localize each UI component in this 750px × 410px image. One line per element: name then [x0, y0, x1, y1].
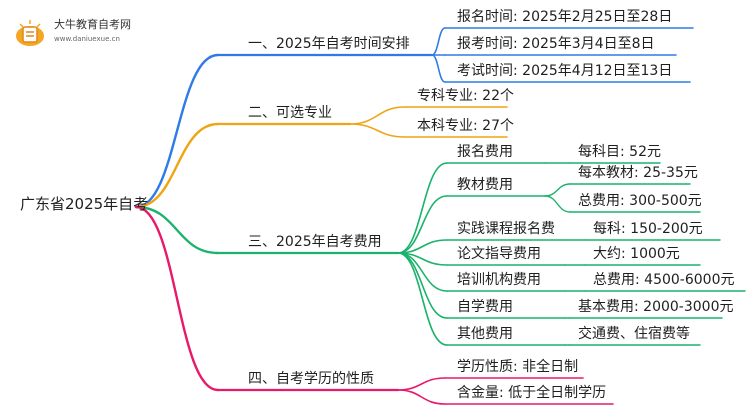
fee-item-3[interactable]: 实践课程报名费 — [457, 221, 555, 237]
branch-4-child-2-edge — [397, 389, 446, 405]
branch-1-child-1[interactable]: 报名时间: 2025年2月25日至28日 — [457, 9, 673, 25]
branch-3-label[interactable]: 三、2025年自考费用 — [248, 234, 382, 250]
root-node[interactable]: 广东省2025年自考 — [20, 195, 149, 213]
fee-item-2-value-1[interactable]: 每本教材: 25-35元 — [578, 165, 698, 181]
fee-item-4-value-1[interactable]: 大约: 1000元 — [593, 246, 680, 262]
fee-item-7-value-1[interactable]: 交通费、住宿费等 — [578, 326, 690, 342]
fee-item-2-value-2-edge — [544, 195, 571, 213]
fee-item-4[interactable]: 论文指导费用 — [457, 246, 541, 262]
fee-item-6[interactable]: 自学费用 — [457, 299, 513, 315]
book-logo-icon — [16, 20, 44, 46]
branch-1-child-2[interactable]: 报考时间: 2025年3月4日至8日 — [457, 36, 655, 52]
branch-2-child-2-edge — [349, 123, 406, 138]
root-to-branch-4-edge — [134, 205, 220, 392]
fee-item-3-value-1[interactable]: 每科: 150-200元 — [593, 221, 703, 237]
fee-item-1[interactable]: 报名费用 — [457, 144, 513, 160]
fee-item-5-value-1[interactable]: 总费用: 4500-6000元 — [593, 272, 735, 288]
root-to-branch-2-edge — [134, 122, 220, 209]
branch-2-label[interactable]: 二、可选专业 — [248, 105, 332, 121]
branch-2-child-1-edge — [349, 106, 406, 125]
fee-item-5[interactable]: 培训机构费用 — [457, 272, 541, 288]
logo-name: 大牛教育自考网 — [54, 18, 131, 31]
fee-item-2-value-1-edge — [544, 183, 571, 197]
fee-item-6-edge — [397, 252, 448, 319]
branch-4-child-1-edge — [397, 377, 446, 391]
fee-item-6-value-1[interactable]: 基本费用: 2000-3000元 — [578, 299, 734, 315]
logo-url: www.daniuexue.cn — [54, 35, 120, 43]
fee-item-1-edge — [397, 162, 448, 254]
branch-4-child-1[interactable]: 学历性质: 非全日制 — [457, 359, 579, 375]
site-logo[interactable]: 大牛教育自考网 www.daniuexue.cn — [14, 16, 174, 52]
branch-2-child-1[interactable]: 专科专业: 22个 — [417, 88, 514, 104]
branch-1-child-1-edge — [431, 27, 446, 56]
root-to-branch-1-edge — [134, 53, 220, 209]
fee-item-7-edge — [397, 252, 448, 346]
branch-1-child-3[interactable]: 考试时间: 2025年4月12日至13日 — [457, 63, 673, 79]
branch-4-label[interactable]: 四、自考学历的性质 — [248, 371, 374, 387]
branch-1-label[interactable]: 一、2025年自考时间安排 — [248, 36, 410, 52]
branch-4-child-2[interactable]: 含金量: 低于全日制学历 — [457, 385, 607, 401]
root-to-branch-3-edge — [134, 205, 220, 255]
fee-item-2-edge — [397, 195, 448, 254]
branch-1-child-3-edge — [431, 54, 446, 83]
fee-item-2-value-2[interactable]: 总费用: 300-500元 — [578, 193, 702, 209]
fee-item-1-value-1[interactable]: 每科目: 52元 — [578, 144, 661, 160]
fee-item-2[interactable]: 教材费用 — [457, 177, 513, 193]
branch-2-child-2[interactable]: 本科专业: 27个 — [417, 118, 514, 134]
fee-item-7[interactable]: 其他费用 — [457, 326, 513, 342]
